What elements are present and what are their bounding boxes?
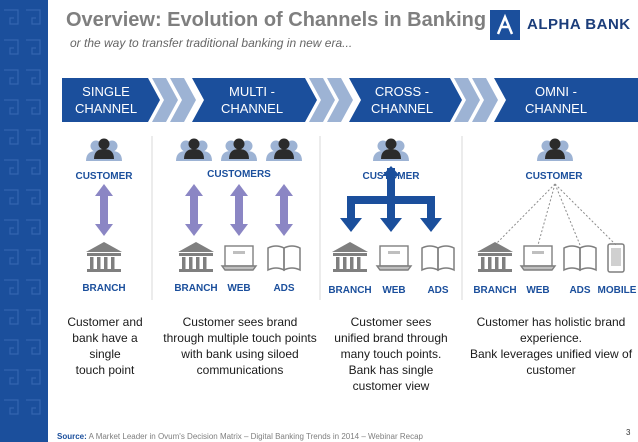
stage-4-desc-line: experience. <box>519 331 583 345</box>
source-label: Source: <box>57 432 87 441</box>
stage-3-header: CROSS - CHANNEL <box>356 83 448 117</box>
stage-2-desc-line: through multiple touch points <box>163 331 317 345</box>
stage-4-desc-line: Customer has holistic brand <box>476 315 626 329</box>
stage-1-title-line2: CHANNEL <box>74 101 138 116</box>
source-citation: Source: A Market Leader in Ovum's Decisi… <box>57 432 423 441</box>
stage-4-title-line2: CHANNEL <box>524 101 588 116</box>
stage-chevrons <box>62 78 638 122</box>
stage-2-art <box>176 139 302 272</box>
stage-3-customer-label: CUSTOMER <box>362 171 420 182</box>
stage-4-channel-ads: ADS <box>569 285 591 296</box>
stage-1-desc-line: touch point <box>75 363 135 377</box>
stage-3-desc-line: unified brand through <box>334 331 448 345</box>
stage-1-desc-line: bank have a single <box>72 331 138 361</box>
stage-4-desc-line: Bank leverages unified view of <box>469 347 633 361</box>
stage-3-description: Customer sees unified brand through many… <box>326 314 456 394</box>
stage-1-title-line1: SINGLE <box>82 84 130 99</box>
page-number: 3 <box>626 428 631 437</box>
stage-1-header: SINGLE CHANNEL <box>62 83 150 117</box>
stage-2-header: MULTI - CHANNEL <box>200 83 304 117</box>
stage-3-desc-line: Customer sees <box>350 315 432 329</box>
stage-2-channel-web: WEB <box>227 283 251 294</box>
stage-3-desc-line: many touch points. <box>340 347 442 361</box>
stage-4-title-line1: OMNI - <box>535 84 577 99</box>
stage-3-desc-line: customer view <box>352 379 430 393</box>
stage-3-desc-line: Bank has single <box>348 363 434 377</box>
sidebar-pattern <box>0 0 48 442</box>
stage-4-art <box>477 139 625 273</box>
source-text: A Market Leader in Ovum's Decision Matri… <box>88 432 424 441</box>
alpha-bank-logo-mark <box>490 10 520 40</box>
alpha-bank-logo-text: ALPHA BANK <box>527 16 631 33</box>
stage-2-title-line2: CHANNEL <box>220 101 284 116</box>
pattern-graphic <box>4 9 41 415</box>
stage-2-channel-branch: BRANCH <box>174 283 218 294</box>
stage-1-description: Customer and bank have a single touch po… <box>55 314 155 378</box>
stage-4-customer-label: CUSTOMER <box>525 171 583 182</box>
stage-3-art <box>332 139 455 272</box>
stage-4-channel-mobile: MOBILE <box>597 285 637 296</box>
stage-4-channel-web: WEB <box>526 285 550 296</box>
stage-2-title-line1: MULTI - <box>229 84 275 99</box>
stage-2-desc-line: with bank using siloed <box>181 347 299 361</box>
stage-4-description: Customer has holistic brand experience. … <box>466 314 636 378</box>
stage-4-header: OMNI - CHANNEL <box>506 83 606 117</box>
stage-2-desc-line: Customer sees brand <box>182 315 298 329</box>
stage-4-desc-line: customer <box>526 363 576 377</box>
stage-2-desc-line: communications <box>196 363 284 377</box>
stage-3-title-line1: CROSS - <box>374 84 430 99</box>
stage-2-customer-label: CUSTOMERS <box>207 169 271 180</box>
stage-1-desc-line: Customer and <box>67 315 143 329</box>
stage-4-channel-branch: BRANCH <box>473 285 517 296</box>
stage-2-channel-ads: ADS <box>273 283 295 294</box>
page-title: Overview: Evolution of Channels in Banki… <box>66 9 487 31</box>
stage-2-description: Customer sees brand through multiple tou… <box>160 314 320 378</box>
stage-3-channel-ads: ADS <box>427 285 449 296</box>
stage-3-channel-branch: BRANCH <box>328 285 372 296</box>
alpha-bank-logo: ALPHA BANK <box>490 10 630 40</box>
stage-1-art <box>86 139 122 272</box>
stage-1-channel-branch: BRANCH <box>82 283 126 294</box>
stage-1-customer-label: CUSTOMER <box>75 171 133 182</box>
stage-3-channel-web: WEB <box>382 285 406 296</box>
stage-3-title-line2: CHANNEL <box>370 101 434 116</box>
page-subtitle: or the way to transfer traditional banki… <box>70 36 353 50</box>
